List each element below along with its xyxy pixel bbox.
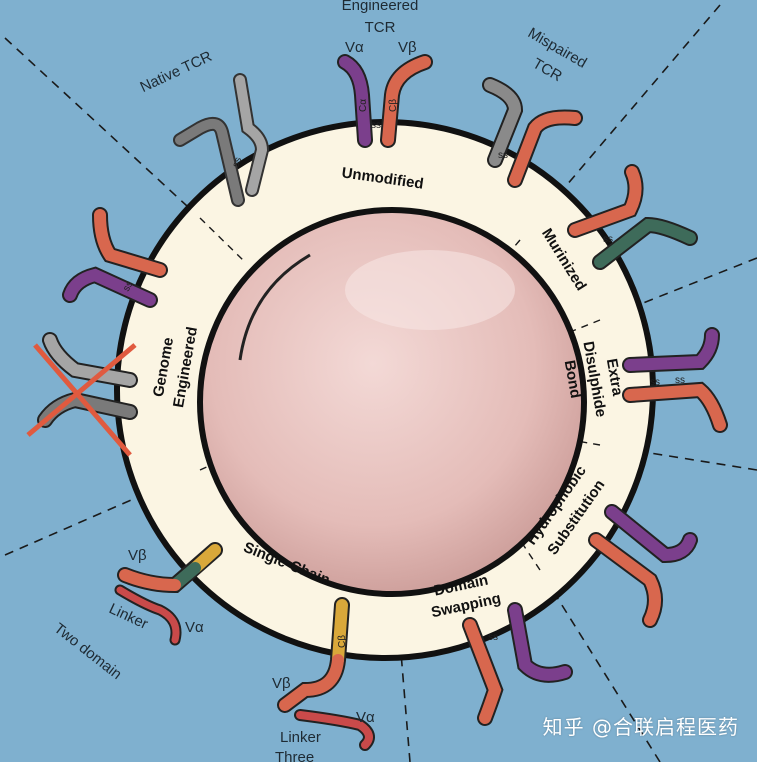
- mispaired-tcr-glyph: ss: [482, 77, 583, 188]
- ss-label: ss: [488, 632, 498, 643]
- divider-line: [539, 569, 661, 762]
- native-tcr-label: Native TCR: [137, 48, 214, 96]
- cross-line: [33, 343, 132, 457]
- ss-label: ss: [230, 156, 244, 169]
- v-alpha-label: Vα: [185, 619, 204, 636]
- c-beta-label: Cβ: [337, 635, 348, 648]
- c-beta-label: Cβ: [388, 99, 399, 112]
- engineered-tcr-label-line1: Engineered: [342, 0, 419, 14]
- ring-divider: [559, 437, 601, 446]
- extra-disulphide-tcr-glyph: ss ss: [622, 327, 728, 433]
- segment-extra-line1: Extra: [603, 357, 626, 398]
- v-beta-label: Vβ: [272, 675, 291, 692]
- segment-extra-line3: Bond: [561, 359, 584, 400]
- divider-line: [4, 37, 201, 219]
- cross-line: [26, 343, 137, 437]
- cell-highlight: [238, 253, 311, 361]
- ss-label: ss: [371, 120, 381, 131]
- three-domain-label: Three: [275, 749, 314, 762]
- ss-label: ss: [498, 150, 508, 161]
- v-alpha-label: Vα: [345, 39, 364, 56]
- knocked-out-tcr-glyph: [26, 332, 138, 457]
- watermark: 知乎 @合联启程医药: [542, 715, 739, 739]
- native-tcr-glyph: ss: [173, 73, 270, 207]
- ring-divider: [199, 217, 246, 263]
- divider-line: [599, 257, 757, 321]
- v-beta-label: Vβ: [128, 547, 147, 564]
- ss-label: ss: [675, 375, 685, 386]
- mispaired-tcr-label-line2: TCR: [530, 55, 565, 85]
- engineered-tcr-label-line2: TCR: [365, 19, 396, 36]
- genome-engineered-tcr-glyph: ss: [62, 207, 168, 308]
- single-chain-two-domain-glyph: Vβ Vα Linker: [106, 542, 223, 646]
- cell-shine: [345, 250, 515, 330]
- v-alpha-label: Vα: [356, 709, 375, 726]
- ss-label: ss: [603, 234, 613, 245]
- two-domain-label: Two domain: [51, 620, 125, 683]
- c-alpha-label: Cα: [358, 99, 369, 112]
- hydrophobic-tcr-glyph: [588, 504, 698, 628]
- murinized-tcr-glyph: ss: [567, 164, 698, 270]
- ss-label: ss: [650, 377, 660, 388]
- ss-label: ss: [121, 279, 136, 293]
- linker-label: Linker: [280, 729, 321, 746]
- v-beta-label: Vβ: [398, 39, 417, 56]
- single-chain-three-domain-glyph: Vβ Vα Cβ Linker: [272, 597, 375, 751]
- domain-swapping-tcr-glyph: ss: [462, 602, 573, 726]
- engineered-tcr-glyph: Vα Vβ Cα Cβ ss: [337, 39, 433, 148]
